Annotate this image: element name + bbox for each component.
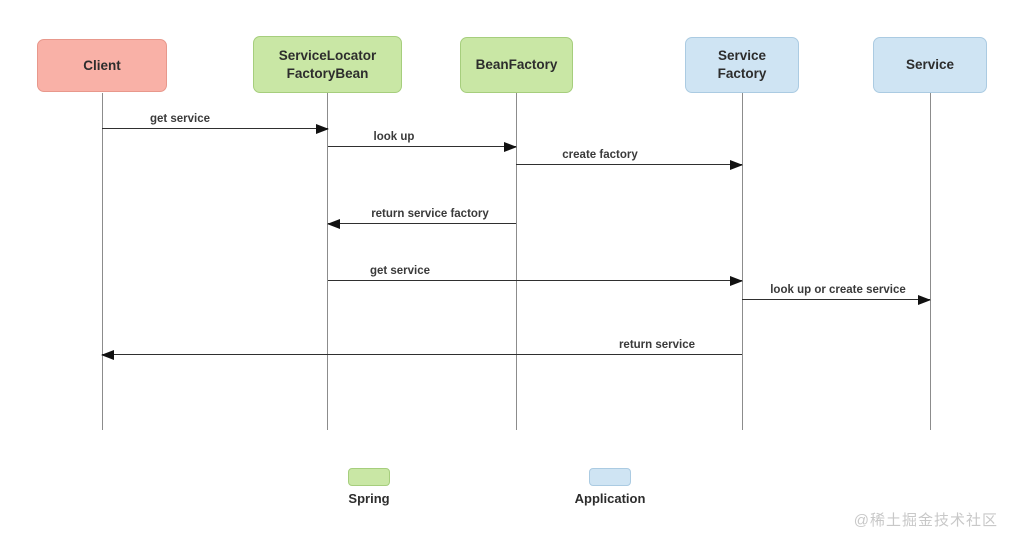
arrowhead-right-icon [316, 124, 329, 134]
message-label: look up or create service [770, 284, 906, 296]
legend-label-application: Application [574, 491, 646, 506]
watermark-text: @稀土掘金技术社区 [853, 512, 998, 529]
legend-item-application: Application [560, 468, 660, 506]
arrowhead-right-icon [918, 295, 931, 305]
message-look-up-or-create-service: look up or create service [742, 281, 931, 305]
arrowhead-right-icon [730, 160, 743, 170]
legend-item-spring: Spring [330, 468, 408, 506]
lifeline-service-factory [742, 93, 743, 430]
actor-label: Client [83, 57, 121, 73]
message-return-service: return service [101, 336, 742, 360]
actor-box-service-factory: Service Factory [685, 37, 799, 93]
spring-color-swatch [348, 468, 390, 486]
actor-box-service: Service [873, 37, 987, 93]
actor-label: BeanFactory [475, 57, 558, 73]
application-color-swatch [589, 468, 631, 486]
lifeline-service [930, 93, 931, 430]
message-get-service-1: get service [102, 110, 329, 134]
actor-label: Service Factory [717, 48, 767, 81]
message-create-factory: create factory [516, 146, 743, 170]
actor-label: ServiceLocator FactoryBean [278, 47, 377, 81]
message-label: look up [373, 131, 415, 143]
message-label: get service [149, 113, 211, 125]
actor-box-bean-factory: BeanFactory [460, 37, 573, 93]
actor-label: Service [905, 57, 955, 73]
arrowhead-right-icon [730, 276, 743, 286]
message-label: return service factory [371, 208, 489, 220]
arrowhead-left-icon [327, 219, 340, 229]
arrowhead-left-icon [101, 350, 114, 360]
actor-box-client: Client [37, 39, 167, 92]
actor-box-service-locator-factory-bean: ServiceLocator FactoryBean [253, 36, 402, 93]
legend-label-spring: Spring [348, 491, 390, 506]
lifeline-service-locator-factory-bean [327, 93, 328, 430]
message-get-service-2: get service [328, 262, 743, 286]
message-look-up: look up [328, 128, 517, 152]
message-return-service-factory: return service factory [327, 205, 516, 229]
message-label: return service [618, 339, 696, 351]
lifeline-bean-factory [516, 93, 517, 430]
message-label: create factory [562, 149, 638, 161]
message-label: get service [369, 265, 431, 277]
arrowhead-right-icon [504, 142, 517, 152]
lifeline-client [102, 93, 103, 430]
